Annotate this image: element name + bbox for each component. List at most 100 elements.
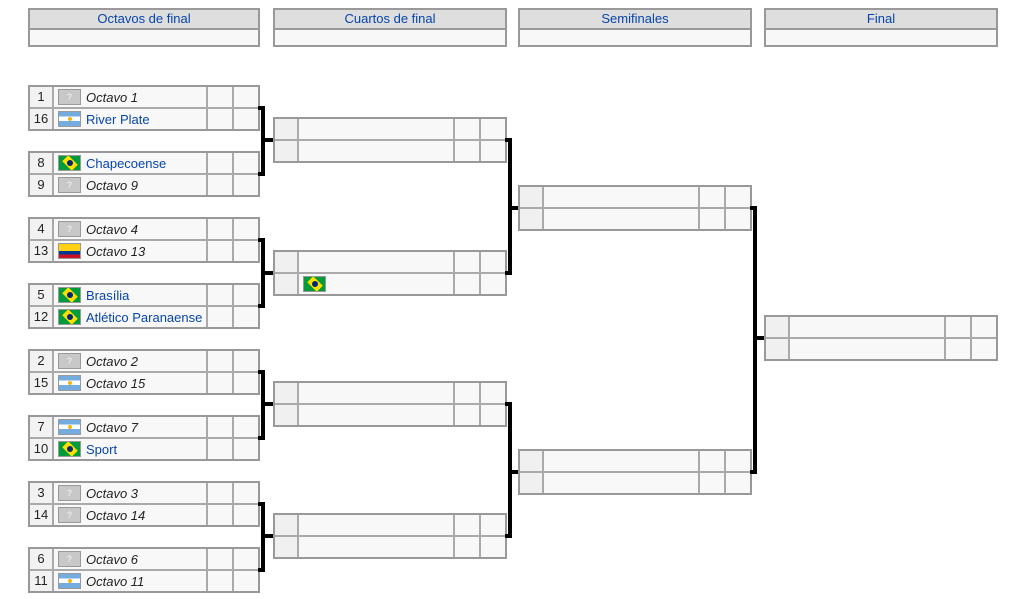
match-octavos-4: 5 Brasília 12 Atlético Paranaense	[28, 283, 260, 329]
score-cell	[453, 119, 479, 139]
colombia-flag-icon	[58, 243, 81, 259]
team-row: 15 Octavo 15	[30, 373, 258, 393]
team-cell	[544, 451, 698, 471]
seed-cell: 3	[30, 483, 54, 503]
team-cell: ? Octavo 2	[54, 351, 206, 371]
round-header-cuartos: Cuartos de final	[273, 8, 507, 47]
team-row	[275, 383, 505, 405]
team-row	[766, 339, 996, 359]
team-link[interactable]: Brasília	[86, 287, 130, 303]
team-name: Octavo 3	[86, 485, 139, 501]
score-cell	[724, 451, 750, 471]
match-octavos-2: 8 Chapecoense 9 ? Octavo 9	[28, 151, 260, 197]
score-cell	[479, 141, 505, 161]
match-octavos-8: 6 ? Octavo 6 11 Octavo 11	[28, 547, 260, 593]
team-cell	[544, 187, 698, 207]
score-cell	[479, 383, 505, 403]
score-cell	[206, 439, 232, 459]
match-semifinal-1	[518, 185, 752, 231]
team-cell: ? Octavo 4	[54, 219, 206, 239]
argentina-flag-icon	[58, 573, 81, 589]
seed-cell: 7	[30, 417, 54, 437]
score-cell	[206, 483, 232, 503]
seed-cell: 6	[30, 549, 54, 569]
team-name: Octavo 13	[86, 243, 146, 259]
seed-cell	[520, 473, 544, 493]
team-row: 6 ? Octavo 6	[30, 549, 258, 571]
score-cell	[232, 87, 258, 107]
team-cell: Atlético Paranaense	[54, 307, 206, 327]
team-cell	[299, 252, 453, 272]
seed-cell: 11	[30, 571, 54, 591]
score-cell	[232, 417, 258, 437]
brazil-flag-icon	[58, 441, 81, 457]
team-cell: ? Octavo 1	[54, 87, 206, 107]
score-cell	[206, 241, 232, 261]
score-cell	[479, 537, 505, 557]
team-cell	[299, 119, 453, 139]
team-name: Octavo 6	[86, 551, 139, 567]
round-header-subrow	[275, 30, 505, 45]
argentina-flag-icon	[58, 111, 81, 127]
score-cell	[206, 153, 232, 173]
team-link[interactable]: Sport	[86, 441, 118, 457]
score-cell	[479, 274, 505, 294]
seed-cell	[275, 252, 299, 272]
score-cell	[479, 405, 505, 425]
bracket-connector	[753, 206, 757, 474]
score-cell	[724, 187, 750, 207]
score-cell	[453, 252, 479, 272]
bracket-connector	[508, 206, 518, 210]
brazil-flag-icon	[58, 309, 81, 325]
seed-cell	[275, 405, 299, 425]
seed-cell	[766, 317, 790, 337]
score-cell	[232, 285, 258, 305]
seed-cell	[275, 141, 299, 161]
score-cell	[232, 571, 258, 591]
score-cell	[479, 515, 505, 535]
seed-cell: 16	[30, 109, 54, 129]
seed-cell: 2	[30, 351, 54, 371]
score-cell	[232, 219, 258, 239]
seed-cell: 14	[30, 505, 54, 525]
team-name: Octavo 11	[86, 573, 145, 589]
team-row: 12 Atlético Paranaense	[30, 307, 258, 327]
score-cell	[206, 549, 232, 569]
team-cell: Chapecoense	[54, 153, 206, 173]
team-link[interactable]: River Plate	[86, 111, 150, 127]
team-row	[520, 451, 750, 473]
team-link[interactable]: Chapecoense	[86, 155, 167, 171]
match-semifinal-2	[518, 449, 752, 495]
score-cell	[206, 417, 232, 437]
seed-cell: 13	[30, 241, 54, 261]
seed-cell	[520, 209, 544, 229]
round-header-label: Final	[766, 10, 996, 30]
team-cell	[544, 473, 698, 493]
score-cell	[232, 109, 258, 129]
brazil-flag-icon	[303, 276, 326, 292]
score-cell	[232, 549, 258, 569]
seed-cell: 10	[30, 439, 54, 459]
team-cell: ? Octavo 6	[54, 549, 206, 569]
team-cell: River Plate	[54, 109, 206, 129]
score-cell	[206, 571, 232, 591]
team-row	[275, 141, 505, 161]
score-cell	[206, 373, 232, 393]
team-cell	[299, 537, 453, 557]
seed-cell	[520, 451, 544, 471]
team-cell: ? Octavo 14	[54, 505, 206, 525]
team-row: 13 Octavo 13	[30, 241, 258, 261]
seed-cell	[520, 187, 544, 207]
team-cell	[299, 515, 453, 535]
score-cell	[453, 141, 479, 161]
team-row: 9 ? Octavo 9	[30, 175, 258, 195]
team-row: 4 ? Octavo 4	[30, 219, 258, 241]
team-cell	[299, 141, 453, 161]
seed-cell	[275, 537, 299, 557]
team-link[interactable]: Atlético Paranaense	[86, 309, 203, 325]
score-cell	[453, 405, 479, 425]
team-cell: Octavo 15	[54, 373, 206, 393]
team-cell: Sport	[54, 439, 206, 459]
team-row	[520, 473, 750, 493]
score-cell	[206, 351, 232, 371]
